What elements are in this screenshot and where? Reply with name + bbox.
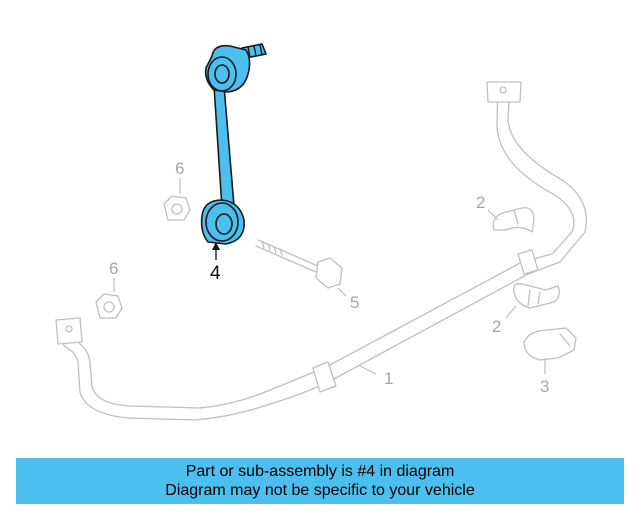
callout-6-lower: 6 [109,259,118,278]
nut-lower[interactable] [95,293,123,319]
bolt[interactable] [255,239,343,289]
leader-lines [113,178,546,375]
callout-5: 5 [350,293,359,312]
callout-2-upper: 2 [476,193,485,212]
mount-bracket[interactable] [523,327,577,361]
banner-line-1: Part or sub-assembly is #4 in diagram [185,463,455,480]
callout-6-upper: 6 [175,159,184,178]
callout-3: 3 [540,377,549,396]
callout-2-lower: 2 [492,317,501,336]
info-banner: Part or sub-assembly is #4 in diagram Di… [16,458,624,504]
banner-line-2: Diagram may not be specific to your vehi… [165,482,475,499]
bushing-bracket-upper[interactable] [492,207,535,233]
stabilizer-bar[interactable] [55,81,587,421]
callout-4: 4 [210,263,221,284]
bushing-lower[interactable] [513,283,560,309]
nut-upper[interactable] [163,195,191,221]
callout-1: 1 [384,369,393,388]
stabilizer-link[interactable] [200,43,267,245]
